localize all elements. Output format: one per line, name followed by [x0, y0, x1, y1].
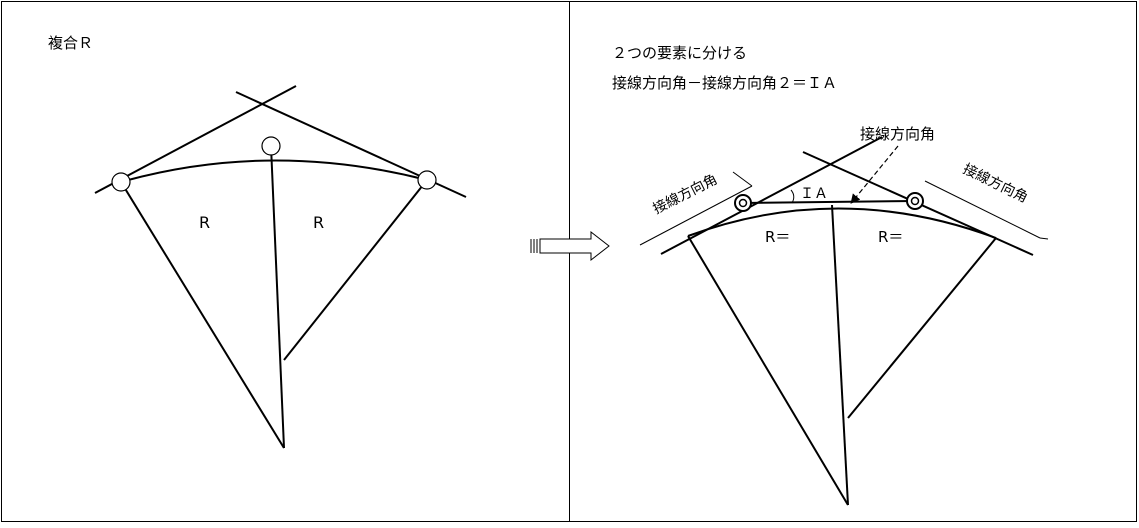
tangent-guide-left — [639, 185, 753, 246]
split-point-left — [734, 194, 752, 212]
right-panel: ２つの要素に分ける 接線方向角－接線方向角２＝ＩＡ 接線方向角 ＩＡ — [612, 44, 1049, 506]
curve-point-start — [111, 172, 131, 192]
radius-line-center — [831, 204, 849, 506]
radius-label-left: R — [199, 213, 210, 232]
tangent-line-left — [660, 136, 883, 255]
split-curve — [687, 207, 997, 239]
radius-line-left — [687, 235, 849, 506]
callout-label: 接線方向角 — [860, 125, 935, 143]
ia-angle-arc — [790, 189, 795, 204]
radius-label-right: R — [313, 213, 324, 232]
radius-label-left: R＝ — [765, 228, 790, 246]
angle-label: ＩＡ — [800, 186, 828, 202]
tangent-guide-right-tick — [1039, 237, 1049, 240]
curve-point-middle — [261, 136, 281, 156]
transition-arrow-icon — [530, 230, 610, 262]
tangent-guide-right — [924, 180, 1041, 239]
radius-line-right — [847, 237, 997, 419]
curve-point-end — [417, 170, 437, 190]
left-panel-title: 複合Ｒ — [48, 34, 93, 52]
radius-line-left — [120, 181, 285, 449]
callout-arrow — [850, 145, 899, 204]
left-panel: 複合Ｒ R R — [48, 34, 467, 449]
radius-line-right — [283, 179, 428, 361]
compound-curve — [120, 159, 428, 183]
tangent-guide-left-tick — [732, 171, 753, 187]
radius-line-center — [270, 145, 285, 449]
right-panel-title-line2: 接線方向角－接線方向角２＝ＩＡ — [612, 74, 837, 92]
rotated-label-right: 接線方向角 — [960, 160, 1030, 206]
chord-line — [742, 200, 916, 204]
radius-label-right: R＝ — [878, 228, 903, 246]
split-point-right — [906, 192, 924, 210]
right-panel-title-line1: ２つの要素に分ける — [612, 44, 747, 62]
rotated-label-left: 接線方向角 — [650, 171, 720, 218]
